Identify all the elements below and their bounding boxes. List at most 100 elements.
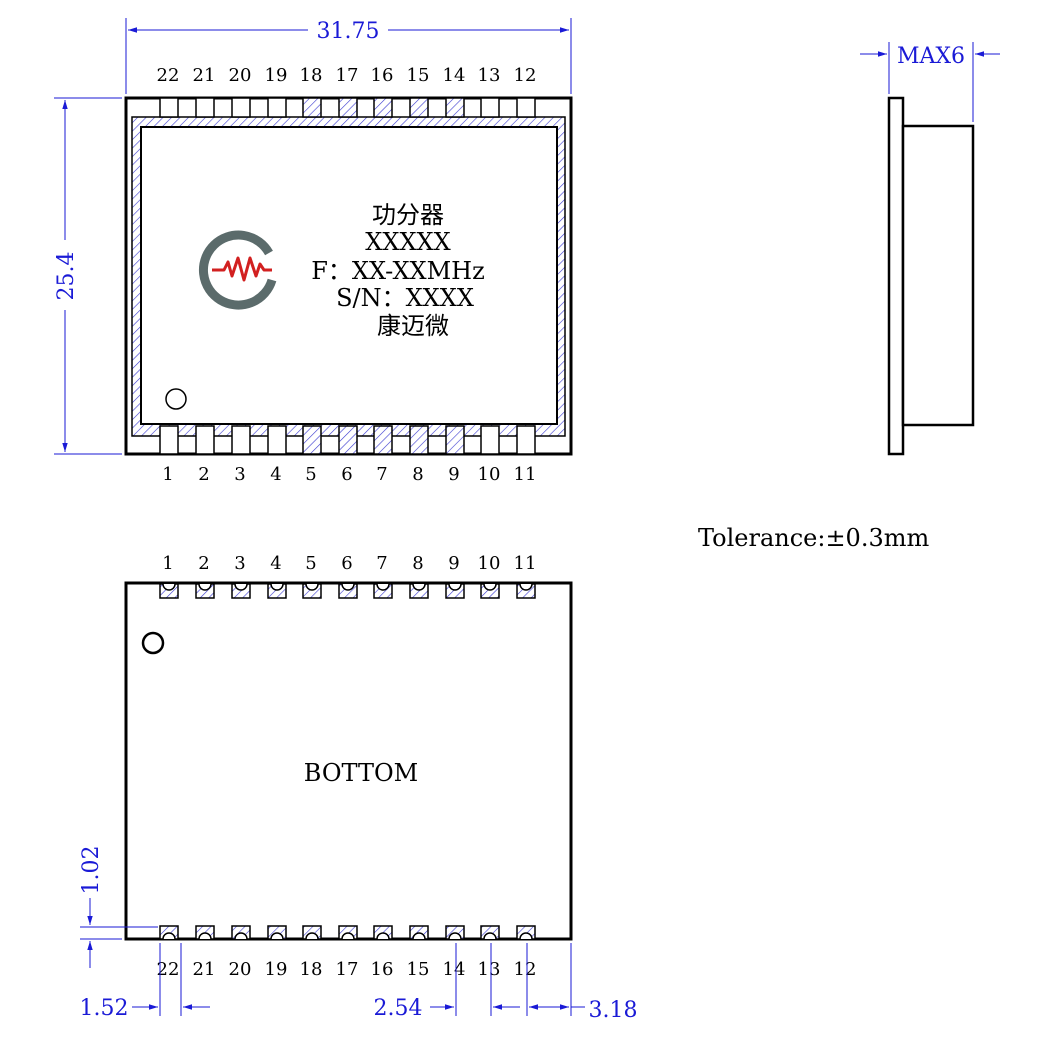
top-lower-pad <box>409 425 429 455</box>
top-upper-pad <box>267 97 287 118</box>
pin-number-22: 22 <box>157 65 180 86</box>
bottom-upper-castellation-hole <box>376 583 390 591</box>
pin-number-2: 2 <box>198 464 209 485</box>
pin-number-17: 17 <box>336 65 359 86</box>
bottom-lower-castellation-hole <box>162 932 176 940</box>
pin-number-21: 21 <box>193 959 216 980</box>
pin-number-15: 15 <box>407 65 430 86</box>
top-upper-pad <box>338 97 358 118</box>
manufacturer: 康迈微 <box>377 312 449 340</box>
pin-number-21: 21 <box>193 65 216 86</box>
shield-lid <box>140 126 558 425</box>
bottom-lower-castellation-hole <box>519 932 533 940</box>
pin1-circle-icon <box>165 388 187 410</box>
bottom-lower-castellation-hole <box>305 932 319 940</box>
pin-number-12: 12 <box>514 65 537 86</box>
pin-number-19: 19 <box>265 959 288 980</box>
pin-number-20: 20 <box>229 65 252 86</box>
width-dimension: 31.75 <box>125 18 572 94</box>
top-lower-pad <box>195 425 215 455</box>
pin-number-11: 11 <box>514 553 537 574</box>
tolerance-note: Tolerance:±0.3mm <box>698 524 929 552</box>
bottom-upper-castellation-hole <box>270 583 284 591</box>
top-lower-pad <box>338 425 358 455</box>
pin-number-4: 4 <box>270 553 281 574</box>
bottom-lower-castellation-hole <box>448 932 462 940</box>
pin-number-9: 9 <box>448 553 459 574</box>
max-height-value: MAX6 <box>897 44 965 69</box>
pin-number-18: 18 <box>300 959 323 980</box>
side-view-shield <box>901 124 975 427</box>
pin-number-8: 8 <box>412 464 423 485</box>
top-upper-pad <box>445 97 465 118</box>
pin-number-1: 1 <box>162 464 173 485</box>
top-lower-pad <box>302 425 322 455</box>
bottom-upper-castellation-hole <box>198 583 212 591</box>
bottom-upper-castellation-hole <box>162 583 176 591</box>
width-value: 31.75 <box>317 19 380 44</box>
pin-number-10: 10 <box>478 464 501 485</box>
bottom-upper-castellation-hole <box>412 583 426 591</box>
model-number: XXXXX <box>365 228 450 256</box>
first-pad-offset-dimension: 1.52 <box>80 943 210 1021</box>
bottom-lower-castellation-hole <box>270 932 284 940</box>
pin-number-22: 22 <box>157 959 180 980</box>
pin-number-3: 3 <box>234 553 245 574</box>
pin-number-3: 3 <box>234 464 245 485</box>
pin-number-5: 5 <box>305 464 316 485</box>
bottom-lower-castellation-hole <box>234 932 248 940</box>
top-lower-pad <box>373 425 393 455</box>
pin-number-1: 1 <box>162 553 173 574</box>
pin-number-19: 19 <box>265 65 288 86</box>
bottom-upper-castellation-hole <box>234 583 248 591</box>
pin-number-13: 13 <box>478 959 501 980</box>
bottom-upper-castellation-hole <box>483 583 497 591</box>
pin-number-7: 7 <box>376 553 387 574</box>
pin-number-16: 16 <box>371 959 394 980</box>
pin-number-17: 17 <box>336 959 359 980</box>
bottom-lower-castellation-hole <box>483 932 497 940</box>
product-name: 功分器 <box>372 201 444 229</box>
pin-number-16: 16 <box>371 65 394 86</box>
bottom-lower-castellation-hole <box>198 932 212 940</box>
frequency-range: F：XX-XXMHz <box>311 257 485 285</box>
pad-length-value: 1.02 <box>79 846 104 895</box>
top-upper-pad <box>195 97 215 118</box>
pin-number-12: 12 <box>514 959 537 980</box>
top-upper-pad <box>159 97 179 118</box>
top-lower-pad <box>159 425 179 455</box>
bottom-upper-castellation-hole <box>305 583 319 591</box>
top-upper-pad <box>480 97 500 118</box>
height-dimension: 25.4 <box>54 97 122 455</box>
pin-number-20: 20 <box>229 959 252 980</box>
pin-number-9: 9 <box>448 464 459 485</box>
pin-number-8: 8 <box>412 553 423 574</box>
top-lower-pad <box>231 425 251 455</box>
bottom-lower-castellation-hole <box>412 932 426 940</box>
edge-offset-dimension: 3.18 <box>526 943 637 1023</box>
top-lower-pad <box>267 425 287 455</box>
pin-number-6: 6 <box>341 553 352 574</box>
top-view-upper-pads <box>159 97 536 118</box>
top-lower-pad <box>480 425 500 455</box>
pin-number-11: 11 <box>514 464 537 485</box>
pin1-circle-icon <box>141 631 165 655</box>
height-value: 25.4 <box>54 252 79 301</box>
top-upper-pad <box>409 97 429 118</box>
kmw-logo-icon <box>198 230 277 310</box>
pad-length-dimension: 1.02 <box>79 846 158 968</box>
top-upper-pad <box>373 97 393 118</box>
bottom-label: BOTTOM <box>304 759 418 787</box>
top-upper-pad <box>231 97 251 118</box>
side-view-pcb <box>887 96 905 456</box>
bottom-upper-castellation-hole <box>448 583 462 591</box>
pin-number-14: 14 <box>443 959 466 980</box>
pin-number-4: 4 <box>270 464 281 485</box>
pin-number-2: 2 <box>198 553 209 574</box>
pitch-value: 2.54 <box>374 996 423 1021</box>
